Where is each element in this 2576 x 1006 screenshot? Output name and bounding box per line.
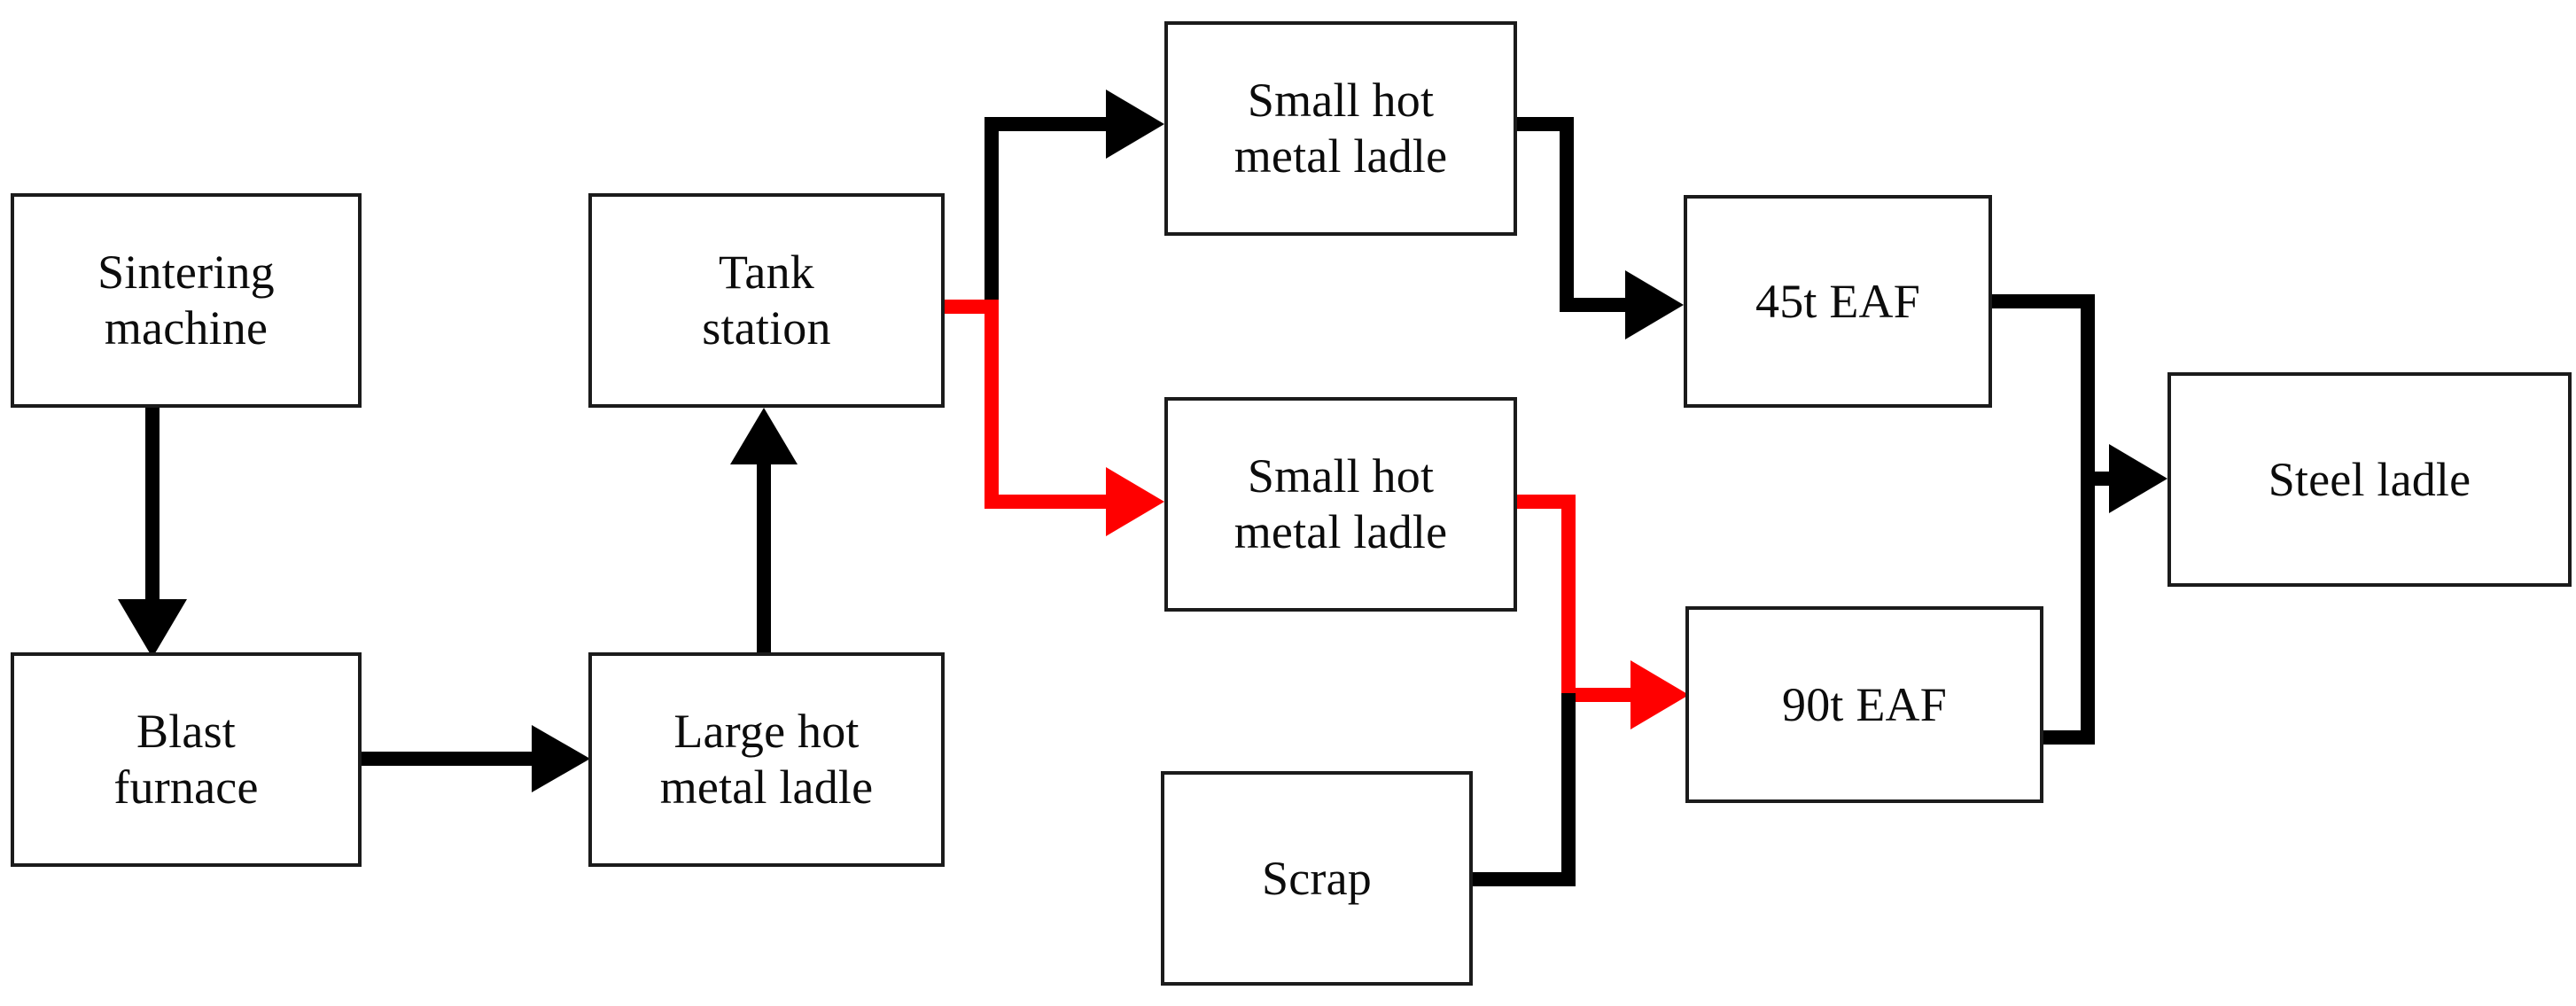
node-eaf-90t[interactable]: 90t EAF bbox=[1685, 606, 2043, 803]
node-label-blast-furnace: Blast furnace bbox=[113, 705, 259, 814]
node-steel-ladle[interactable]: Steel ladle bbox=[2167, 372, 2572, 587]
edge-sintering-to-blast-furnace bbox=[118, 406, 187, 658]
node-sintering-machine[interactable]: Sintering machine bbox=[11, 193, 362, 408]
node-label-steel-ladle: Steel ladle bbox=[2268, 452, 2471, 506]
node-small-hot-metal-ladle-bottom[interactable]: Small hot metal ladle bbox=[1164, 397, 1517, 612]
node-label-small-hot-metal-ladle-top: Small hot metal ladle bbox=[1234, 74, 1448, 183]
node-eaf-45t[interactable]: 45t EAF bbox=[1684, 195, 1992, 408]
edge-tank-station-to-small-ladle-top bbox=[938, 90, 1164, 314]
node-blast-furnace[interactable]: Blast furnace bbox=[11, 652, 362, 867]
node-large-hot-metal-ladle[interactable]: Large hot metal ladle bbox=[588, 652, 945, 867]
edge-eaf-45t-to-steel-ladle bbox=[1985, 294, 2095, 486]
node-label-sintering-machine: Sintering machine bbox=[97, 246, 275, 355]
edge-small-ladle-bottom-to-eaf-90t bbox=[1510, 495, 1689, 729]
node-label-eaf-45t: 45t EAF bbox=[1755, 274, 1920, 328]
edge-scrap-to-eaf-90t bbox=[1466, 693, 1576, 886]
node-label-eaf-90t: 90t EAF bbox=[1782, 677, 1947, 731]
edge-blast-furnace-to-large-ladle bbox=[360, 725, 590, 792]
edge-tank-station-to-small-ladle-bottom bbox=[938, 300, 1164, 536]
edge-eaf-90t-to-steel-ladle bbox=[2036, 472, 2095, 745]
node-label-scrap: Scrap bbox=[1262, 851, 1372, 905]
edge-large-ladle-to-tank-station bbox=[730, 408, 798, 652]
node-label-small-hot-metal-ladle-bottom: Small hot metal ladle bbox=[1234, 449, 1448, 558]
node-small-hot-metal-ladle-top[interactable]: Small hot metal ladle bbox=[1164, 21, 1517, 236]
node-tank-station[interactable]: Tank station bbox=[588, 193, 945, 408]
edge-bus-to-steel-ladle-arrow bbox=[2088, 444, 2167, 513]
node-label-tank-station: Tank station bbox=[702, 246, 831, 355]
node-label-large-hot-metal-ladle: Large hot metal ladle bbox=[659, 705, 874, 814]
node-scrap[interactable]: Scrap bbox=[1161, 771, 1473, 986]
edge-small-ladle-top-to-eaf-45t bbox=[1510, 117, 1684, 339]
